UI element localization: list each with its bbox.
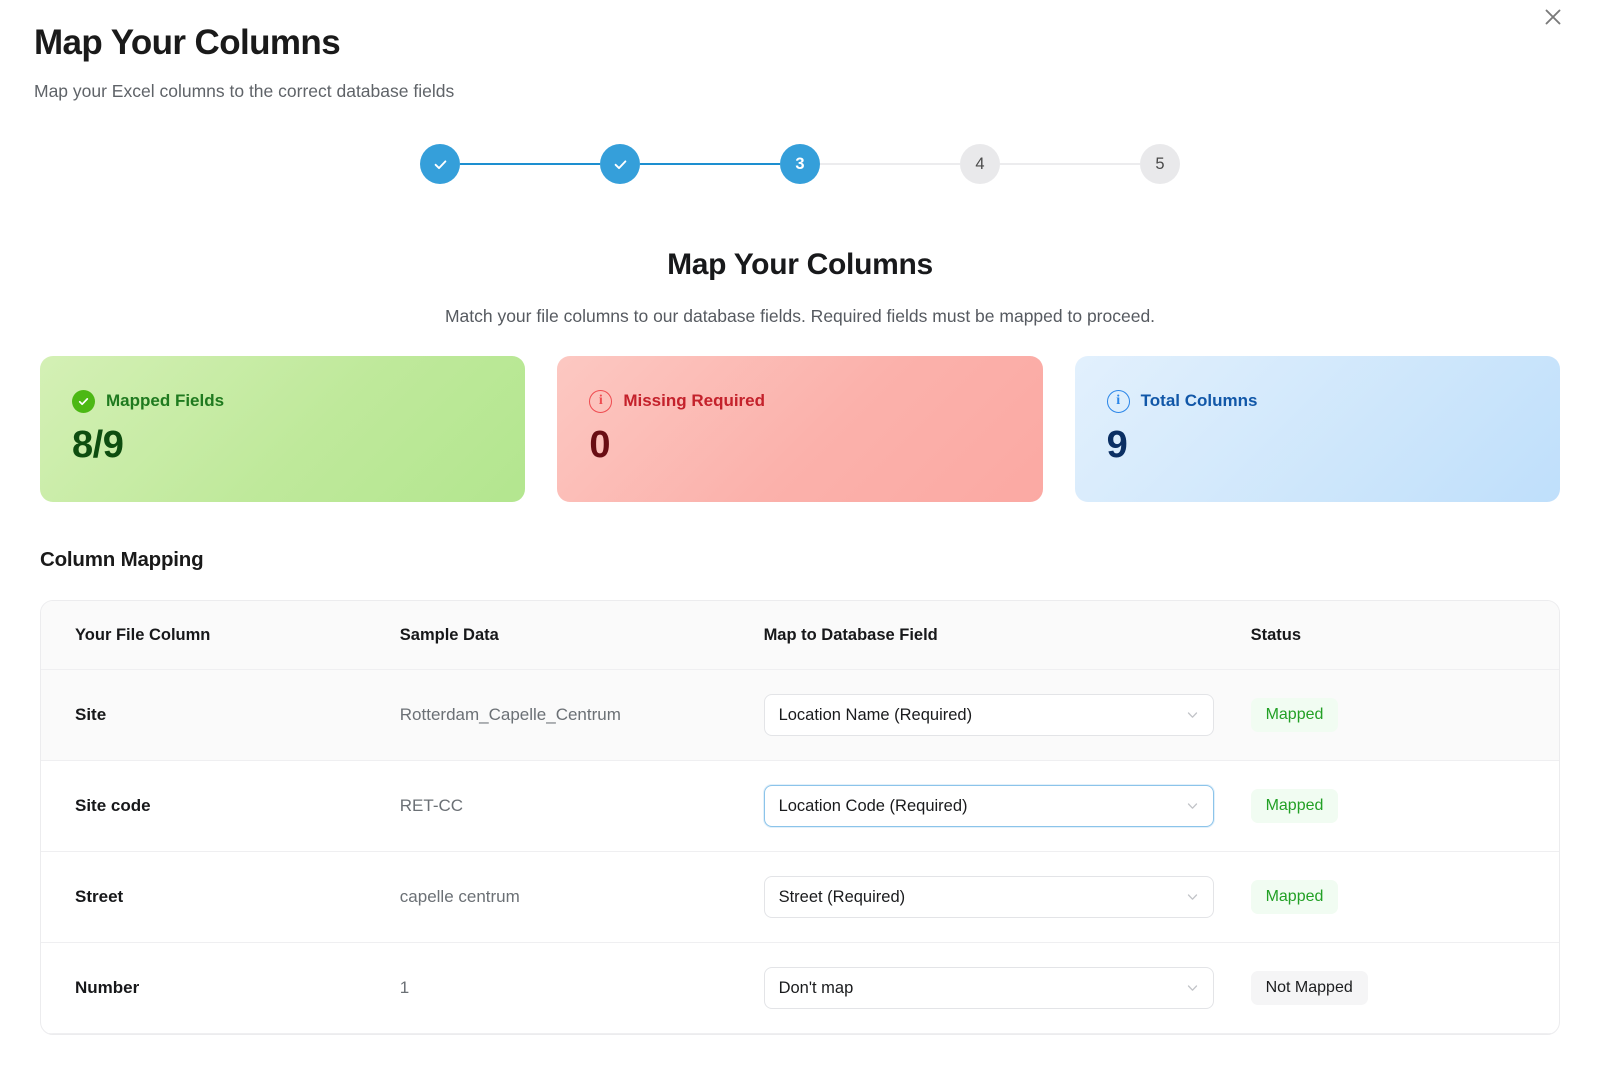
status-badge: Not Mapped <box>1250 971 1368 1005</box>
stat-card-label: Missing Required <box>623 391 766 410</box>
stat-card-missing-required: i Missing Required 0 <box>557 356 1043 502</box>
file-column-name: Site code <box>75 796 151 815</box>
stat-card-value: 9 <box>1106 424 1128 466</box>
step-connector-2 <box>640 163 780 165</box>
status-badge: Mapped <box>1250 698 1339 732</box>
info-circle-icon: i <box>1106 389 1130 413</box>
stat-card-label: Total Columns <box>1140 391 1258 410</box>
step-4[interactable]: 4 <box>960 144 1000 184</box>
stat-card-header: Mapped Fields <box>72 389 525 413</box>
progress-stepper: 3 4 5 <box>0 144 1600 184</box>
database-field-select-value: Street (Required) <box>778 887 906 906</box>
stat-card-mapped-fields: Mapped Fields 8/9 <box>40 356 526 502</box>
status-badge: Mapped <box>1250 789 1339 823</box>
database-field-select-value: Don't map <box>778 978 854 997</box>
database-field-select-value: Location Name (Required) <box>778 705 973 724</box>
table-row: Number 1 Don't map Not <box>41 943 1559 1034</box>
main-subtitle: Match your file columns to our database … <box>444 306 1156 326</box>
chevron-down-icon <box>1185 890 1200 905</box>
chevron-down-icon <box>1185 799 1200 814</box>
page-title: Map Your Columns <box>34 23 341 62</box>
sample-data-value: Rotterdam_Capelle_Centrum <box>399 705 621 724</box>
stat-card-label: Mapped Fields <box>106 391 225 410</box>
step-connector-1 <box>460 163 600 165</box>
table-header-row: Your File Column Sample Data Map to Data… <box>41 601 1559 670</box>
main-title: Map Your Columns <box>667 248 933 281</box>
file-column-name: Site <box>75 705 107 724</box>
status-badge: Mapped <box>1250 880 1339 914</box>
stat-card-header: i Missing Required <box>589 389 1042 413</box>
step-2[interactable] <box>600 144 640 184</box>
sample-data-value: capelle centrum <box>399 887 520 906</box>
column-mapping-table: Your File Column Sample Data Map to Data… <box>40 600 1560 1035</box>
stat-card-value: 8/9 <box>72 424 124 466</box>
chevron-down-icon <box>1185 981 1200 996</box>
step-1[interactable] <box>420 144 460 184</box>
stat-card-total-columns: i Total Columns 9 <box>1074 356 1560 502</box>
file-column-name: Number <box>75 978 140 997</box>
column-mapping-title: Column Mapping <box>40 548 204 571</box>
info-circle-icon: i <box>589 389 613 413</box>
chevron-down-icon <box>1185 708 1200 723</box>
step-connector-4 <box>1000 163 1140 165</box>
table-row: Site Rotterdam_Capelle_Centrum Location … <box>41 669 1559 761</box>
page-subtitle: Map your Excel columns to the correct da… <box>34 81 455 101</box>
stat-card-header: i Total Columns <box>1106 389 1560 413</box>
check-circle-icon <box>72 389 95 413</box>
stat-cards: Mapped Fields 8/9 i Missing Required 0 i… <box>40 356 1560 502</box>
close-icon[interactable] <box>1536 0 1570 34</box>
file-column-name: Street <box>75 887 124 906</box>
column-header-status: Status <box>1235 601 1559 670</box>
stat-card-value: 0 <box>589 424 610 466</box>
step-5[interactable]: 5 <box>1140 144 1180 184</box>
database-field-select-value: Location Code (Required) <box>778 796 968 815</box>
table-row: Street capelle centrum Street (Required) <box>41 852 1559 943</box>
sample-data-value: 1 <box>399 978 410 997</box>
database-field-select[interactable]: Location Code (Required) <box>763 785 1214 827</box>
check-icon <box>614 159 626 169</box>
sample-data-value: RET-CC <box>399 796 464 815</box>
column-header-file: Your File Column <box>41 601 400 670</box>
column-header-sample: Sample Data <box>399 601 759 670</box>
step-connector-3 <box>820 163 960 165</box>
database-field-select[interactable]: Street (Required) <box>763 876 1214 918</box>
page-header: Map Your Columns Map your Excel columns … <box>0 0 1600 102</box>
database-field-select[interactable]: Don't map <box>763 967 1214 1009</box>
step-3[interactable]: 3 <box>780 144 820 184</box>
database-field-select[interactable]: Location Name (Required) <box>763 694 1214 736</box>
table-row: Site code RET-CC Location Code (Required… <box>41 761 1559 852</box>
check-icon <box>434 159 446 169</box>
column-header-map: Map to Database Field <box>758 601 1236 670</box>
